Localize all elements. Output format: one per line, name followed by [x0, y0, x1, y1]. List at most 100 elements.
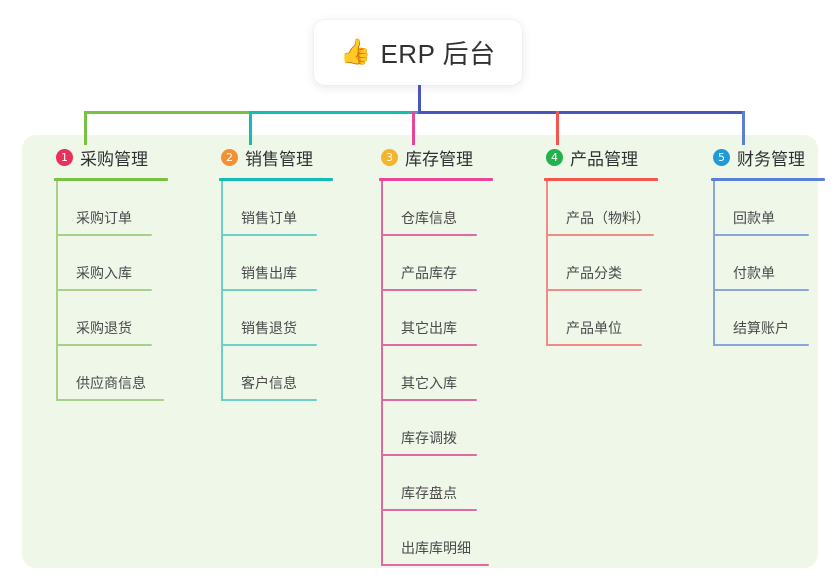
leaf-rail-1: [56, 181, 58, 401]
leaf-item[interactable]: 客户信息: [221, 346, 365, 401]
column-badge-2: 2: [221, 148, 238, 166]
column-3: 3 库存管理仓库信息产品库存其它出库其它入库库存调拨库存盘点出库库明细: [365, 145, 525, 566]
column-badge-5: 5: [713, 148, 730, 166]
leaf-item-rule: [713, 234, 809, 236]
column-rule-5: [711, 178, 825, 181]
leaf-item-rule: [713, 344, 809, 346]
leaf-item[interactable]: 库存调拨: [381, 401, 525, 456]
leaf-list-3: 仓库信息产品库存其它出库其它入库库存调拨库存盘点出库库明细: [381, 181, 525, 566]
column-stub-4: [556, 111, 559, 145]
leaf-item-label: 付款单: [733, 265, 775, 281]
column-header-5[interactable]: 5 财务管理: [697, 145, 839, 169]
bus-indigo: [418, 111, 745, 114]
leaf-item-label: 销售出库: [241, 265, 297, 281]
column-header-1[interactable]: 1 采购管理: [40, 145, 200, 169]
leaf-item[interactable]: 其它入库: [381, 346, 525, 401]
leaf-item-label: 供应商信息: [76, 375, 146, 391]
leaf-item[interactable]: 出库库明细: [381, 511, 525, 566]
leaf-rail-5: [713, 181, 715, 346]
leaf-item[interactable]: 仓库信息: [381, 181, 525, 236]
leaf-item-rule: [56, 344, 152, 346]
leaf-item[interactable]: 采购订单: [56, 181, 200, 236]
column-5: 5 财务管理回款单付款单结算账户: [697, 145, 839, 346]
leaf-item-label: 采购订单: [76, 210, 132, 226]
column-rule-1: [54, 178, 168, 181]
leaf-item-label: 产品（物料）: [566, 210, 650, 226]
leaf-item-label: 库存调拨: [401, 430, 457, 446]
leaf-item-rule: [546, 234, 654, 236]
leaf-item-rule: [381, 344, 477, 346]
leaf-item-rule: [56, 234, 152, 236]
leaf-item[interactable]: 产品分类: [546, 236, 690, 291]
leaf-item-rule: [381, 234, 477, 236]
leaf-item-label: 库存盘点: [401, 485, 457, 501]
column-1: 1 采购管理采购订单采购入库采购退货供应商信息: [40, 145, 200, 401]
leaf-item-rule: [381, 564, 489, 566]
column-rule-2: [219, 178, 333, 181]
leaf-item-rule: [221, 234, 317, 236]
column-title-2: 销售管理: [245, 149, 313, 169]
leaf-item[interactable]: 产品单位: [546, 291, 690, 346]
leaf-item-label: 出库库明细: [401, 540, 471, 556]
leaf-list-1: 采购订单采购入库采购退货供应商信息: [56, 181, 200, 401]
leaf-item[interactable]: 采购退货: [56, 291, 200, 346]
leaf-item-label: 客户信息: [241, 375, 297, 391]
leaf-list-4: 产品（物料） 产品分类产品单位: [546, 181, 690, 346]
leaf-rail-4: [546, 181, 548, 346]
column-stub-1: [84, 111, 87, 145]
column-title-5: 财务管理: [737, 149, 805, 169]
leaf-item[interactable]: 产品库存: [381, 236, 525, 291]
leaf-rail-3: [381, 181, 383, 566]
leaf-item[interactable]: 结算账户: [713, 291, 839, 346]
column-rule-4: [544, 178, 658, 181]
leaf-item-rule: [381, 289, 477, 291]
leaf-item[interactable]: 回款单: [713, 181, 839, 236]
root-node[interactable]: 👍 ERP 后台: [314, 20, 522, 85]
column-title-1: 采购管理: [80, 149, 148, 169]
leaf-item-rule: [381, 454, 477, 456]
leaf-item[interactable]: 销售出库: [221, 236, 365, 291]
leaf-item-rule: [56, 289, 152, 291]
column-badge-4: 4: [546, 148, 563, 166]
leaf-item-label: 产品分类: [566, 265, 622, 281]
leaf-item[interactable]: 采购入库: [56, 236, 200, 291]
leaf-item-rule: [56, 399, 164, 401]
leaf-item-label: 其它入库: [401, 375, 457, 391]
leaf-item-label: 销售退货: [241, 320, 297, 336]
leaf-item-rule: [546, 289, 642, 291]
leaf-item-label: 结算账户: [733, 320, 789, 336]
column-badge-1: 1: [56, 148, 73, 166]
root-node-title: ERP 后台: [380, 39, 496, 69]
column-badge-3: 3: [381, 148, 398, 166]
leaf-item-rule: [381, 509, 477, 511]
leaf-item-rule: [221, 289, 317, 291]
leaf-item[interactable]: 付款单: [713, 236, 839, 291]
leaf-item-rule: [221, 344, 317, 346]
bus-teal: [249, 111, 418, 114]
leaf-item-rule: [546, 344, 642, 346]
leaf-item[interactable]: 销售退货: [221, 291, 365, 346]
leaf-rail-2: [221, 181, 223, 401]
column-stub-3: [412, 111, 415, 145]
leaf-item[interactable]: 产品（物料）: [546, 181, 690, 236]
column-header-2[interactable]: 2 销售管理: [205, 145, 365, 169]
bus-green: [84, 111, 249, 114]
leaf-item[interactable]: 库存盘点: [381, 456, 525, 511]
leaf-item-rule: [381, 399, 477, 401]
diagram-panel: [22, 135, 818, 568]
column-stub-5: [742, 111, 745, 145]
leaf-item[interactable]: 供应商信息: [56, 346, 200, 401]
column-title-3: 库存管理: [405, 149, 473, 169]
root-trunk-line: [418, 85, 421, 114]
leaf-item-label: 采购退货: [76, 320, 132, 336]
leaf-item-label: 其它出库: [401, 320, 457, 336]
leaf-item[interactable]: 销售订单: [221, 181, 365, 236]
column-header-3[interactable]: 3 库存管理: [365, 145, 525, 169]
leaf-list-5: 回款单付款单结算账户: [713, 181, 839, 346]
leaf-item-rule: [221, 399, 317, 401]
leaf-item-label: 产品库存: [401, 265, 457, 281]
leaf-item[interactable]: 其它出库: [381, 291, 525, 346]
leaf-list-2: 销售订单销售出库销售退货客户信息: [221, 181, 365, 401]
